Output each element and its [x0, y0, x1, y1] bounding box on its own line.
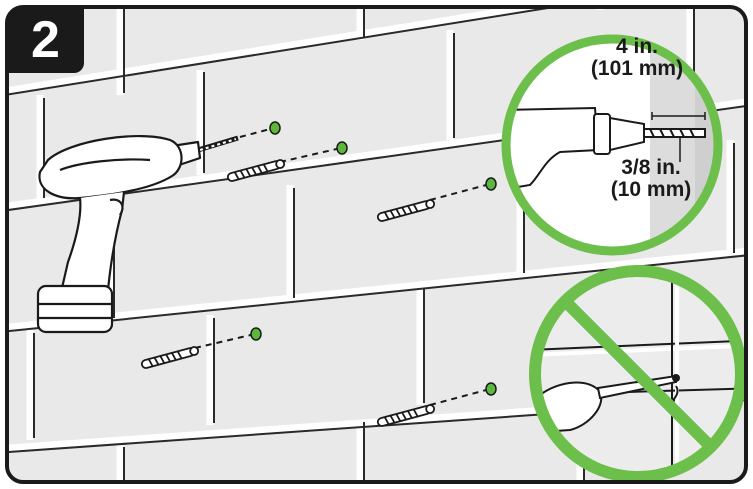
diameter-mm-label: (10 mm) [594, 179, 708, 201]
diameter-inches-label: 3/8 in. [594, 157, 708, 179]
bit-diameter-callout: 3/8 in. (10 mm) [594, 157, 708, 201]
depth-inches-label: 4 in. [576, 36, 698, 58]
depth-mm-label: (101 mm) [576, 58, 698, 80]
step-number-badge: 2 [7, 7, 84, 73]
drill-depth-callout: 4 in. (101 mm) [576, 36, 698, 80]
